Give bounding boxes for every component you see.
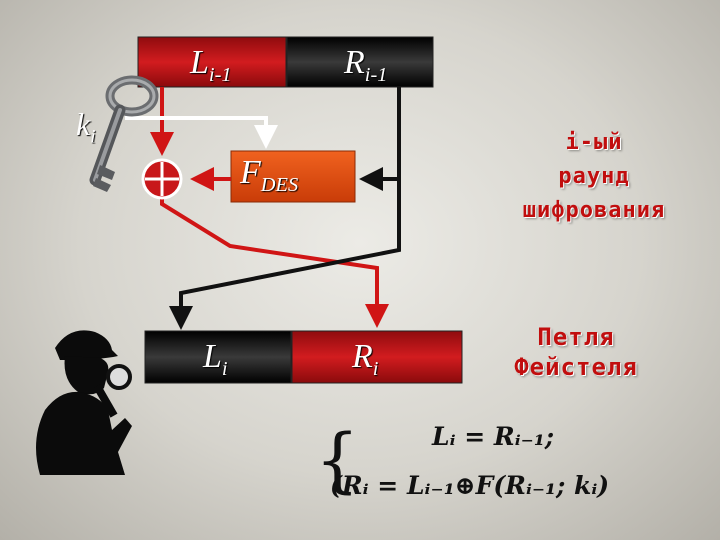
block-l-prev [137,36,287,88]
formula-line-2: (Rᵢ = Lᵢ₋₁⊕F(Rᵢ₋₁; kᵢ) [330,471,610,500]
f-des-box [230,150,356,203]
feistel-line-2: Фейстеля [514,353,638,381]
formula-brace: { [315,419,360,501]
round-line-2: раунд [558,164,630,189]
xor-icon [141,158,183,200]
detective-icon [36,330,132,475]
black-arrow-rprev-down [169,87,401,330]
round-line-1: i-ый [565,130,623,155]
feistel-caption: Петля Фейстеля [474,322,678,382]
label-f-des: FDES [240,154,299,196]
round-caption: i-ый раунд шифрования [468,126,720,228]
round-line-3: шифрования [522,198,666,223]
label-r-prev: Ri-1 [344,44,388,86]
formula-line-1: Lᵢ = Rᵢ₋₁; [432,422,555,451]
label-l-cur: Li [203,338,228,380]
white-arrow-key-to-f [125,116,278,149]
magnifier-icon [106,364,132,390]
label-key: ki [76,106,96,148]
block-r-cur [291,330,463,384]
label-l-prev: Li-1 [190,44,232,86]
block-r-prev [286,36,434,88]
feistel-line-1: Петля [537,323,615,351]
block-l-cur [144,330,292,384]
label-r-cur: Ri [352,338,379,380]
red-arrow-xor-to-ri [160,199,389,328]
key-icon [89,75,159,192]
